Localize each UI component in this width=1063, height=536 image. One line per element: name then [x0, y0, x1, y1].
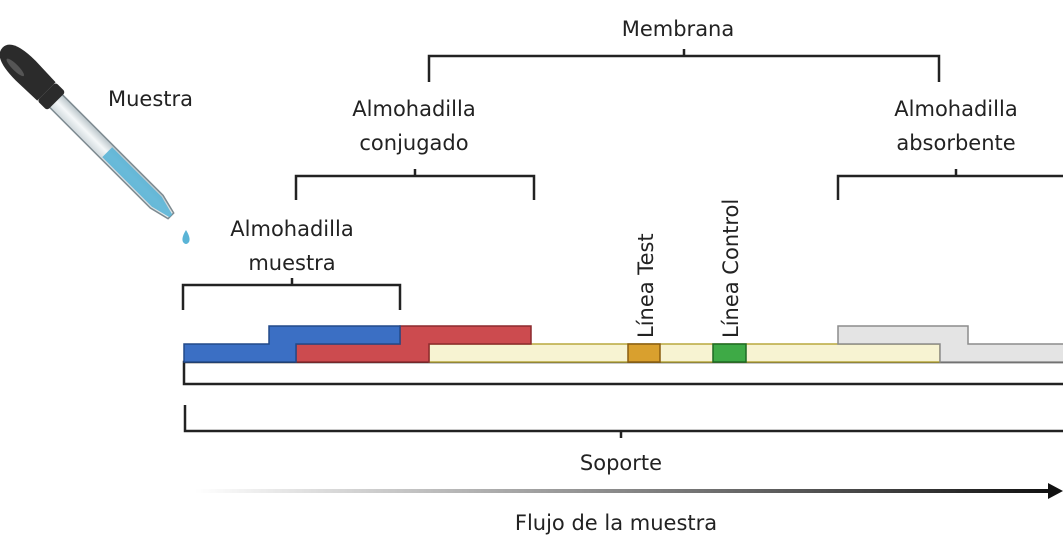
pad-muestra-bracket: [181, 278, 402, 310]
sample-pad: [183, 325, 401, 363]
dropper-icon: [0, 44, 190, 244]
absorbente-label-line2: absorbente: [896, 131, 1015, 155]
control-line: [712, 343, 747, 363]
test-strip: [182, 325, 1063, 386]
conjugado-label-line1: Almohadilla: [352, 97, 475, 121]
soporte-label: Soporte: [580, 451, 662, 475]
linea-test-label: Línea Test: [634, 233, 658, 338]
pad-muestra-label-line1: Almohadilla: [230, 217, 353, 241]
flow-arrow: [195, 483, 1063, 499]
absorbente-label-line1: Almohadilla: [894, 97, 1017, 121]
absorbente-bracket: [836, 169, 1063, 200]
test-line: [627, 343, 661, 363]
pad-muestra-label-line2: muestra: [248, 251, 335, 275]
soporte-bracket: [183, 405, 1063, 438]
absorbent-pad: [837, 325, 1063, 363]
membrana-bracket: [427, 49, 941, 82]
muestra-label: Muestra: [108, 87, 193, 111]
linea-control-label: Línea Control: [719, 199, 743, 338]
flujo-label: Flujo de la muestra: [515, 511, 717, 535]
backing-card: [182, 360, 1063, 386]
membrane: [428, 343, 941, 363]
membrana-label: Membrana: [622, 17, 735, 41]
conjugado-label-line2: conjugado: [359, 131, 468, 155]
conjugado-bracket: [294, 169, 536, 200]
